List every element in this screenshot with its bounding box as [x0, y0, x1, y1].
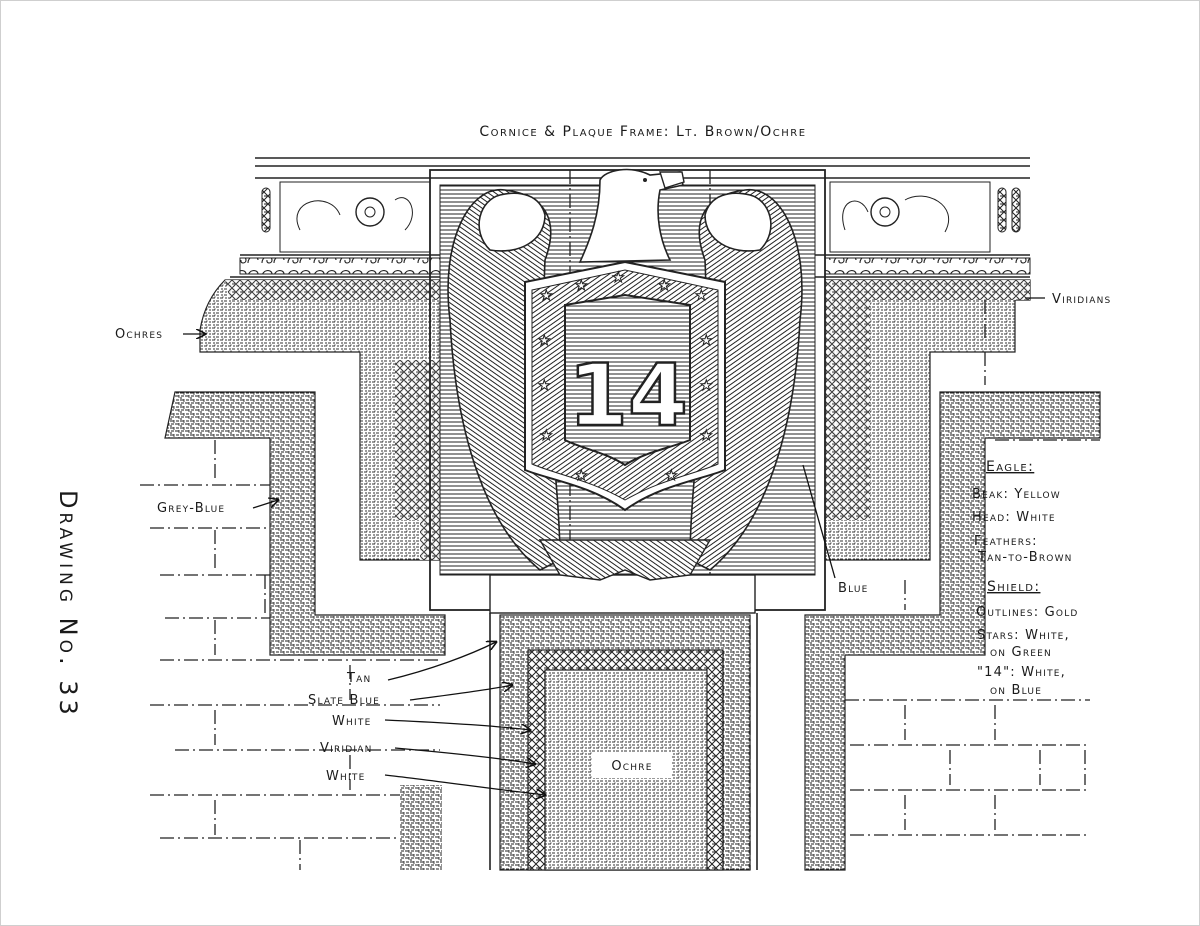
- legend-eagle-heading: Eagle:: [986, 459, 1034, 475]
- star-icon: ★: [575, 278, 588, 294]
- label-slate-blue: Slate Blue: [308, 693, 380, 708]
- cornice-slot-right-1: [997, 187, 1007, 233]
- upper-band: [199, 279, 1031, 561]
- star-icon: ★: [665, 468, 678, 484]
- star-icon: ★: [538, 378, 551, 394]
- eagle-head: [578, 168, 684, 263]
- eagle-eye: [643, 178, 647, 182]
- label-tan: Tan: [346, 671, 371, 686]
- legend-shield-item: Stars: White,: [977, 628, 1070, 643]
- eagle-tail: [538, 539, 712, 581]
- label-blue: Blue: [838, 581, 869, 596]
- rosette-left-icon: [296, 197, 413, 231]
- legend-shield-item: on Green: [990, 645, 1052, 660]
- shield: ★ ★ ★ ★ ★ ★ ★ ★ ★ ★ ★ ★ ★ 14: [524, 260, 726, 512]
- star-icon: ★: [540, 288, 553, 304]
- rosette-right-icon: [842, 195, 950, 233]
- grey-blue-band-right: [804, 391, 1101, 871]
- label-viridians: Viridians: [1052, 292, 1111, 307]
- grey-blue-stub-left: [400, 785, 442, 870]
- legend-shield-item: Outlines: Gold: [976, 605, 1079, 620]
- star-icon: ★: [700, 428, 713, 444]
- legend-shield-heading: Shield:: [987, 579, 1040, 595]
- star-icon: ★: [695, 288, 708, 304]
- legend-eagle-item: Tan-to-Brown: [977, 550, 1073, 565]
- star-icon: ★: [540, 428, 553, 444]
- label-ochre-panel: Ochre: [611, 759, 652, 774]
- label-white-2: White: [326, 769, 365, 784]
- leader-lines: [183, 297, 1045, 795]
- brick-courses-left: [140, 440, 440, 870]
- brick-courses-right: [845, 300, 1100, 836]
- star-icon: ★: [658, 278, 671, 294]
- color-legend: Eagle: Beak: Yellow Head: White Feathers…: [972, 459, 1079, 698]
- shield-stars: ★ ★ ★ ★ ★ ★ ★ ★ ★ ★ ★ ★ ★: [538, 270, 714, 485]
- cornice-panel-right: [829, 181, 991, 253]
- cornice-slot-left: [261, 187, 271, 233]
- legend-shield-item: "14": White,: [977, 665, 1066, 680]
- eagle-beak: [659, 171, 685, 189]
- star-icon: ★: [700, 333, 713, 349]
- lower-panel: [489, 613, 758, 871]
- star-icon: ★: [538, 333, 551, 349]
- grey-blue-band-left: [164, 391, 446, 656]
- star-icon: ★: [612, 270, 625, 286]
- cornice-panel-left: [279, 181, 431, 253]
- label-ochres: Ochres: [115, 327, 163, 342]
- plaque-number: 14: [568, 346, 688, 446]
- star-icon: ★: [575, 468, 588, 484]
- drawing-number: Drawing No. 33: [54, 490, 82, 719]
- label-viridian: Viridian: [320, 741, 373, 756]
- legend-eagle-item: Beak: Yellow: [972, 487, 1061, 502]
- legend-shield-item: on Blue: [990, 683, 1042, 698]
- label-white-1: White: [332, 714, 371, 729]
- cornice-caption: Cornice & Plaque Frame: Lt. Brown/Ochre: [479, 124, 806, 140]
- legend-eagle-item: Head: White: [972, 510, 1056, 525]
- star-icon: ★: [700, 378, 713, 394]
- scroll-band-left: [239, 257, 441, 275]
- cornice: [230, 157, 1031, 278]
- scroll-band-right: [824, 257, 1031, 275]
- label-grey-blue: Grey-Blue: [157, 501, 225, 516]
- legend-eagle-item: Feathers:: [974, 534, 1038, 549]
- cornice-slot-right-2: [1011, 187, 1021, 233]
